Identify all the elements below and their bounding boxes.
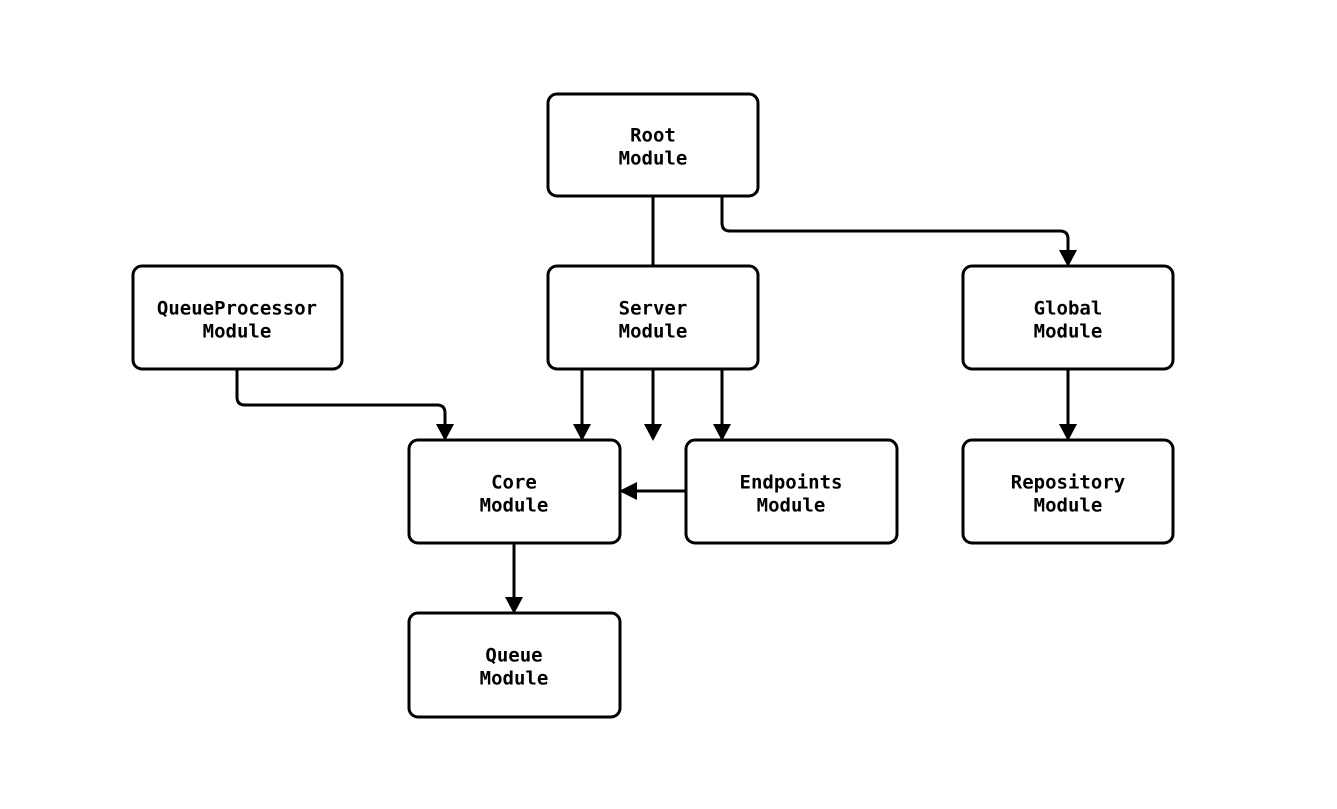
node-root-module-box [546, 92, 760, 198]
node-global-module[interactable]: Global Module [961, 264, 1175, 371]
node-root-module-label-line1: Root [630, 125, 676, 147]
node-root-module[interactable]: Root Module [546, 92, 760, 198]
edge-server-to-endpoints[interactable] [713, 369, 731, 441]
edge-server-to-core-arrowhead [573, 424, 591, 441]
node-endpoints-module-label-line1: Endpoints [740, 472, 843, 494]
node-global-module-box [961, 264, 1175, 371]
node-repository-module-label-line1: Repository [1011, 472, 1125, 494]
edge-server-to-endpoints-arrowhead [713, 424, 731, 441]
node-repository-module-label-line2: Module [1034, 495, 1103, 517]
node-core-module-label-line2: Module [480, 495, 549, 517]
node-queueprocessor-module-label-line2: Module [203, 321, 272, 343]
edge-layer [235, 196, 1077, 614]
node-global-module-label-line2: Module [1034, 321, 1103, 343]
node-queueprocessor-module-label-line1: QueueProcessor [157, 298, 317, 320]
node-server-module-label-line2: Module [619, 321, 688, 343]
edge-root-to-global[interactable] [720, 196, 1077, 267]
node-layer: Root Module QueueProcessor Module Server… [131, 92, 1175, 719]
node-repository-module[interactable]: Repository Module [961, 438, 1175, 545]
edge-global-to-repository[interactable] [1059, 369, 1077, 441]
node-queue-module-box [407, 611, 622, 719]
node-core-module-label-line1: Core [491, 472, 537, 494]
node-server-module[interactable]: Server Module [546, 264, 760, 371]
edge-endpoints-to-core-arrowhead [619, 482, 637, 500]
edge-root-to-server-arrowhead [644, 424, 662, 441]
node-queueprocessor-module-box [131, 264, 344, 371]
edge-queueprocessor-to-core[interactable] [235, 369, 454, 441]
node-queue-module-label-line1: Queue [485, 645, 542, 667]
node-endpoints-module-box [684, 438, 899, 545]
node-root-module-label-line2: Module [619, 148, 688, 170]
edge-endpoints-to-core[interactable] [619, 482, 686, 500]
edge-server-to-core[interactable] [573, 369, 591, 441]
node-core-module[interactable]: Core Module [407, 438, 622, 545]
edge-queueprocessor-to-core-arrowhead [436, 424, 454, 441]
node-server-module-box [546, 264, 760, 371]
edge-core-to-queue-arrowhead [505, 597, 523, 614]
node-core-module-box [407, 438, 622, 545]
node-endpoints-module[interactable]: Endpoints Module [684, 438, 899, 545]
node-global-module-label-line1: Global [1034, 298, 1103, 320]
node-repository-module-box [961, 438, 1175, 545]
node-server-module-label-line1: Server [619, 298, 688, 320]
node-queueprocessor-module[interactable]: QueueProcessor Module [131, 264, 344, 371]
edge-queueprocessor-to-core-line [235, 369, 447, 428]
node-queue-module[interactable]: Queue Module [407, 611, 622, 719]
edge-global-to-repository-arrowhead [1059, 424, 1077, 441]
node-endpoints-module-label-line2: Module [757, 495, 826, 517]
edge-core-to-queue[interactable] [505, 543, 523, 614]
node-queue-module-label-line2: Module [480, 668, 549, 690]
edge-root-to-global-arrowhead [1059, 250, 1077, 267]
edge-root-to-global-line [720, 196, 1070, 254]
